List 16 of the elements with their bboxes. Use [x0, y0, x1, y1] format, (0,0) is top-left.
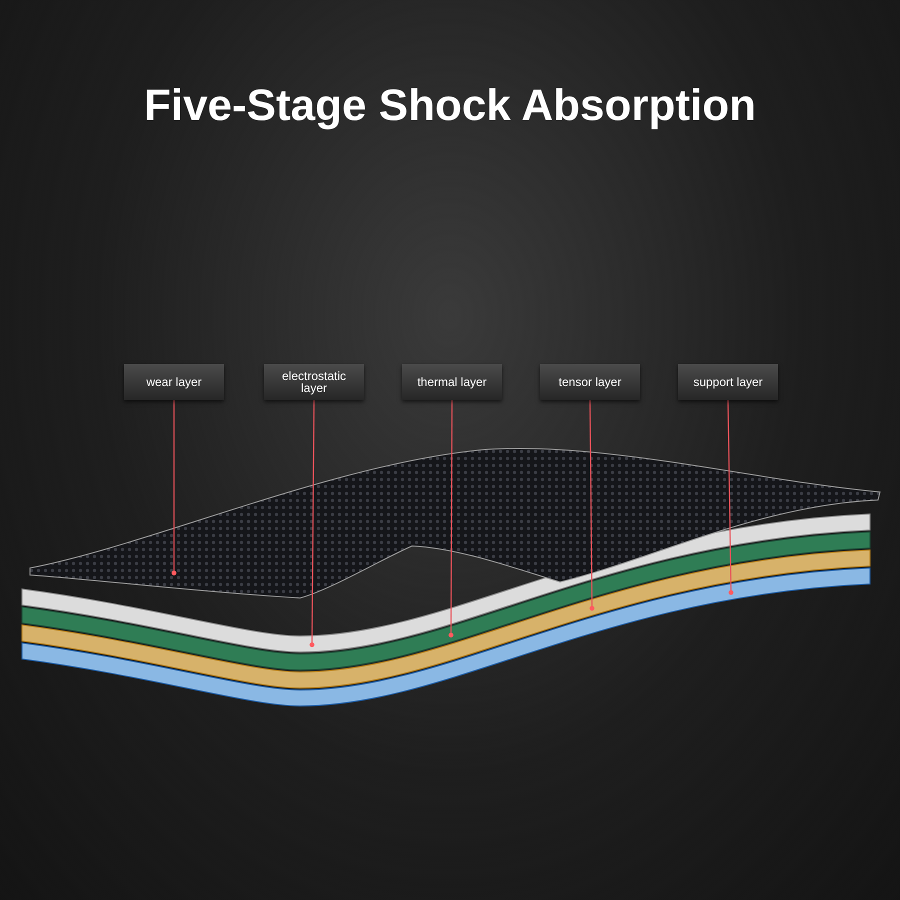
title: Five-Stage Shock Absorption [144, 80, 756, 132]
leader-line [727, 400, 734, 595]
label-box: wear layer [124, 364, 224, 400]
label-box: tensor layer [540, 364, 640, 400]
leader-line [448, 400, 454, 638]
support-layer-drawing [22, 568, 870, 706]
tensor-layer-drawing [22, 550, 870, 688]
label-box: electrostatic layer [264, 364, 364, 400]
electrostatic-layer-drawing [22, 514, 870, 652]
thermal-layer-drawing [22, 532, 870, 670]
leader-line [310, 400, 315, 648]
label-box: thermal layer [402, 364, 502, 400]
label-box: support layer [678, 364, 778, 400]
leader-line [589, 400, 594, 611]
leader-line [172, 400, 176, 576]
wear-layer-drawing [30, 448, 880, 598]
